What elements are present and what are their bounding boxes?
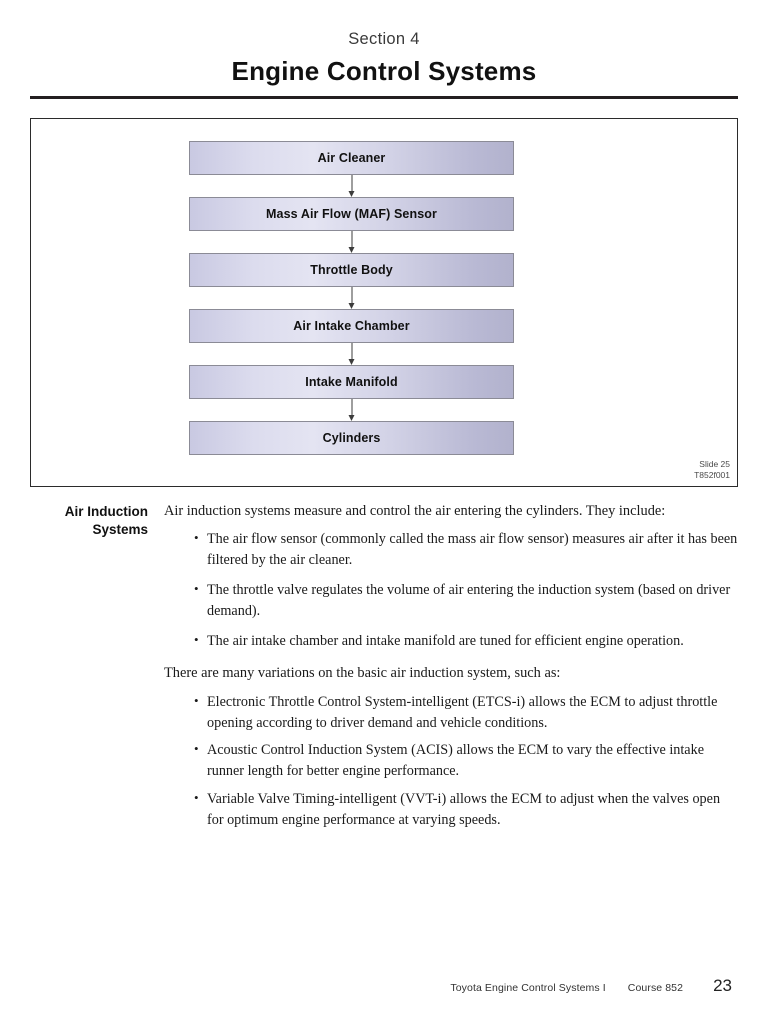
body-column: Air induction systems measure and contro…: [162, 501, 738, 838]
side-heading-air-induction-systems: Air Induction Systems: [30, 501, 162, 838]
page-footer: Toyota Engine Control Systems I Course 8…: [0, 976, 768, 996]
list-item: Variable Valve Timing-intelligent (VVT-i…: [194, 788, 738, 831]
flow-box-label: Air Cleaner: [317, 150, 386, 165]
title-divider: [30, 95, 738, 99]
figure-caption: Slide 25 T852f001: [694, 459, 730, 480]
list-item: The air intake chamber and intake manifo…: [194, 630, 738, 652]
arrow-stem: [351, 342, 352, 360]
flow-box-maf-sensor: Mass Air Flow (MAF) Sensor: [189, 196, 514, 231]
page-number: 23: [713, 976, 732, 995]
slide-number: Slide 25: [699, 459, 730, 470]
footer-document-name: Toyota Engine Control Systems I: [450, 982, 606, 994]
flow-box-intake-manifold: Intake Manifold: [189, 364, 514, 399]
variations-paragraph: There are many variations on the basic a…: [164, 665, 561, 682]
flow-box-label: Intake Manifold: [305, 374, 398, 389]
flow-box-air-intake-chamber: Air Intake Chamber: [189, 308, 514, 343]
flow-arrow-down-icon: [189, 342, 514, 365]
flow-arrow-down-icon: [189, 230, 514, 253]
arrow-head: [348, 190, 354, 197]
list-item: The air flow sensor (commonly called the…: [194, 528, 738, 571]
intro-paragraph: Air induction systems measure and contro…: [164, 502, 666, 519]
flow-arrow-down-icon: [189, 174, 514, 197]
page-title: Engine Control Systems: [231, 55, 537, 86]
flow-box-cylinders: Cylinders: [189, 420, 514, 455]
arrow-stem: [351, 230, 352, 248]
flow-box-label: Throttle Body: [310, 262, 393, 277]
side-heading-line-1: Air Induction: [64, 503, 148, 519]
flow-box-label: Cylinders: [322, 430, 381, 445]
arrow-head: [348, 302, 354, 309]
section-label: Section 4: [348, 30, 420, 48]
list-item: Electronic Throttle Control System-intel…: [194, 691, 738, 734]
flow-arrow-down-icon: [189, 398, 514, 421]
flow-box-label: Mass Air Flow (MAF) Sensor: [266, 206, 437, 221]
side-heading-line-2: Systems: [92, 521, 148, 537]
arrow-stem: [351, 398, 352, 416]
arrow-head: [348, 358, 354, 365]
list-item: Acoustic Control Induction System (ACIS)…: [194, 739, 738, 782]
flow-box-air-cleaner: Air Cleaner: [189, 140, 514, 175]
footer-course: Course 852: [627, 982, 684, 994]
arrow-stem: [351, 174, 352, 192]
flow-box-throttle-body: Throttle Body: [189, 252, 514, 287]
flow-arrow-down-icon: [189, 286, 514, 309]
figure-code: T852f001: [694, 470, 730, 481]
variations-bullet-list: Electronic Throttle Control System-intel…: [164, 691, 738, 831]
flow-diagram: Air Cleaner Mass Air Flow (MAF) Sensor T…: [189, 140, 514, 455]
page-header: Section 4 Engine Control Systems: [0, 0, 768, 99]
arrow-head: [348, 414, 354, 421]
air-induction-flow-figure: Air Cleaner Mass Air Flow (MAF) Sensor T…: [30, 117, 738, 487]
content-area: Air Induction Systems Air induction syst…: [30, 501, 738, 838]
intro-bullet-list: The air flow sensor (commonly called the…: [164, 528, 738, 652]
list-item: The throttle valve regulates the volume …: [194, 579, 738, 622]
arrow-head: [348, 246, 354, 253]
flow-box-label: Air Intake Chamber: [293, 318, 410, 333]
arrow-stem: [351, 286, 352, 304]
